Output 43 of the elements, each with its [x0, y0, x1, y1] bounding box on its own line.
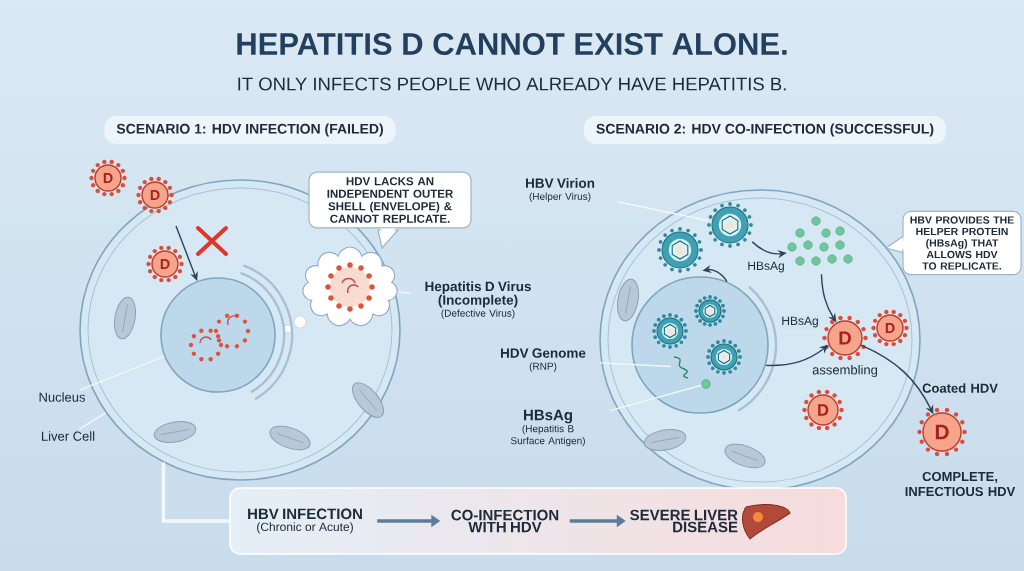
thought-cloud — [283, 246, 398, 334]
subtitle: IT ONLY INFECTS PEOPLE WHO ALREADY HAVE HEPATITIS B. — [238, 77, 786, 91]
flow-band — [229, 487, 847, 555]
leader-line — [397, 291, 412, 294]
node-label: COMPLETE, INFECTIOUS HDV — [905, 471, 1016, 497]
leader-line — [616, 201, 709, 222]
scenario-heading: SCENARIO 1: HDV INFECTION (FAILED) — [104, 116, 396, 144]
nucleus — [631, 276, 769, 414]
leader-line — [609, 384, 703, 412]
callout-label: HBV Virion (Helper Virus) — [526, 178, 595, 202]
flow-step: HBV INFECTION (Chronic or Acute) — [248, 508, 362, 534]
scenario-heading: SCENARIO 2: HDV CO-INFECTION (SUCCESSFUL) — [583, 116, 947, 144]
hbsag-cluster — [787, 216, 853, 266]
hbsag-particle — [701, 379, 711, 389]
hdv-virus: D — [146, 245, 184, 283]
node-label: assembling — [812, 364, 878, 378]
leader-line — [161, 462, 230, 523]
callout-label: Hepatitis D Virus (Incomplete) (Defective Virus) — [425, 281, 531, 319]
callout-label: HBsAg (Hepatitis B Surface Antigen) — [510, 409, 585, 447]
hdv-virus: D — [871, 309, 909, 347]
hdv-virus: D — [802, 389, 844, 431]
leader-line — [599, 362, 672, 368]
leader-line — [78, 355, 165, 391]
callout-label: HDV Genome (RNP) — [501, 348, 586, 372]
callout-label: Liver Cell — [42, 431, 95, 441]
speech-bubble: HBV PROVIDES THE HELPER PROTEIN (HBsAg) THAT ALLOWS HDV TO REPLICATE. — [884, 210, 1022, 276]
hdv-virus: D — [89, 159, 127, 197]
title: HEPATITIS D CANNOT EXIST ALONE. — [237, 33, 787, 55]
hdv-virus: D — [917, 407, 967, 457]
hdv-genome — [673, 356, 689, 379]
hdv-virus: D — [136, 176, 174, 214]
flow-step: CO-INFECTION WITH HDV — [451, 509, 559, 533]
node-label: Coated HDV — [922, 383, 998, 393]
hbv-virion — [657, 227, 703, 273]
leader-line — [78, 412, 107, 430]
hdv-virus: D — [822, 315, 868, 361]
flow-step: SEVERE LIVER DISEASE — [630, 509, 738, 533]
hbv-virion — [707, 202, 753, 248]
edge-label: HBsAg — [779, 315, 821, 329]
node-label: HBsAg — [748, 261, 784, 273]
speech-bubble: HDV LACKS AN INDEPENDENT OUTER SHELL (ENVELOPE) & CANNOT REPLICATE. — [308, 171, 472, 250]
nucleus — [160, 277, 276, 393]
callout-label: Nucleus — [39, 392, 85, 402]
